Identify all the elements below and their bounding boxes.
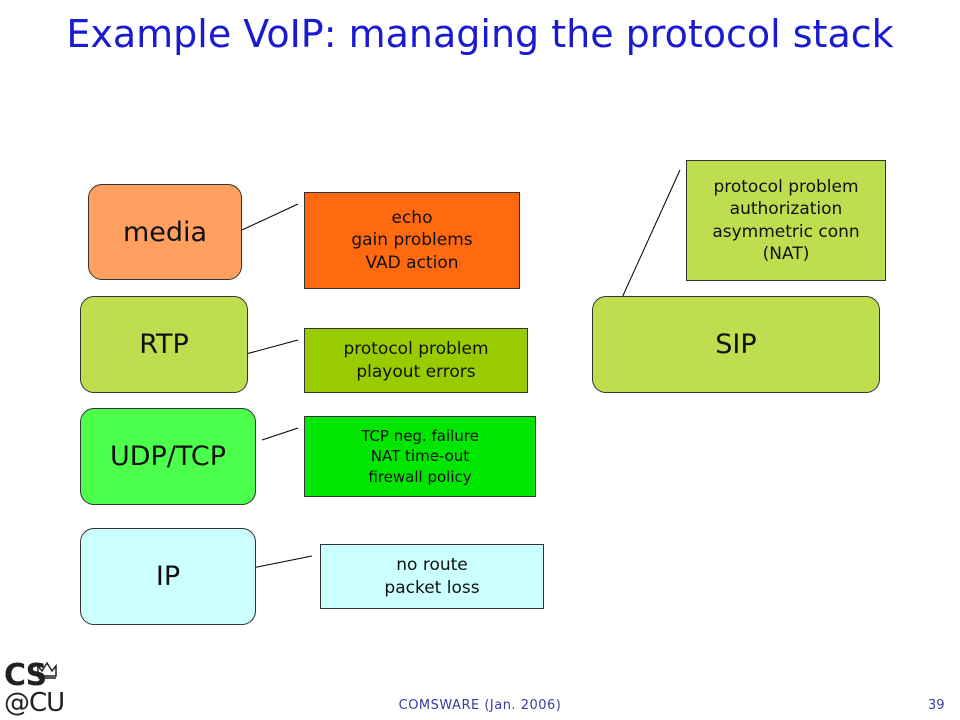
issue-line: protocol problem xyxy=(343,339,489,360)
layer-rtp-label: RTP xyxy=(139,329,189,360)
crown-icon xyxy=(37,661,57,679)
logo-cu-text: @CU xyxy=(4,688,65,718)
slide-title: Example VoIP: managing the protocol stac… xyxy=(66,12,894,56)
layer-sip-label: SIP xyxy=(715,329,757,360)
issue-line: asymmetric conn xyxy=(712,221,860,242)
issue-line: protocol problem xyxy=(713,177,859,198)
issue-box-media: echo gain problems VAD action xyxy=(304,192,520,289)
sip-connector xyxy=(620,169,681,301)
layer-udptcp-label: UDP/TCP xyxy=(110,441,226,472)
issue-line: (NAT) xyxy=(762,243,810,264)
issue-line: playout errors xyxy=(356,361,476,382)
issue-line: NAT time-out xyxy=(370,447,470,466)
issue-box-ip: no route packet loss xyxy=(320,544,544,609)
issue-line: echo xyxy=(391,208,433,229)
layer-ip: IP xyxy=(80,528,256,625)
issue-box-sip: protocol problem authorization asymmetri… xyxy=(686,160,886,281)
issue-line: firewall policy xyxy=(368,467,472,486)
issue-line: TCP neg. failure xyxy=(361,427,479,446)
media-connector xyxy=(241,203,299,231)
issue-line: VAD action xyxy=(365,252,459,273)
page-number: 39 xyxy=(928,698,945,713)
layer-udptcp: UDP/TCP xyxy=(80,408,256,505)
layer-rtp: RTP xyxy=(80,296,248,393)
layer-media: media xyxy=(88,184,242,280)
ip-connector xyxy=(251,555,313,569)
rtp-connector xyxy=(245,339,299,355)
udptcp-connector xyxy=(261,427,299,441)
layer-media-label: media xyxy=(122,216,208,248)
footer-text: COMSWARE (Jan. 2006) xyxy=(398,698,562,713)
layer-sip: SIP xyxy=(592,296,880,393)
issue-line: authorization xyxy=(729,199,843,220)
issue-line: gain problems xyxy=(351,230,473,251)
issue-box-rtp: protocol problem playout errors xyxy=(304,328,528,393)
issue-box-udptcp: TCP neg. failure NAT time-out firewall p… xyxy=(304,416,536,497)
layer-ip-label: IP xyxy=(155,561,181,592)
issue-line: no route xyxy=(396,555,468,576)
issue-line: packet loss xyxy=(384,577,480,598)
